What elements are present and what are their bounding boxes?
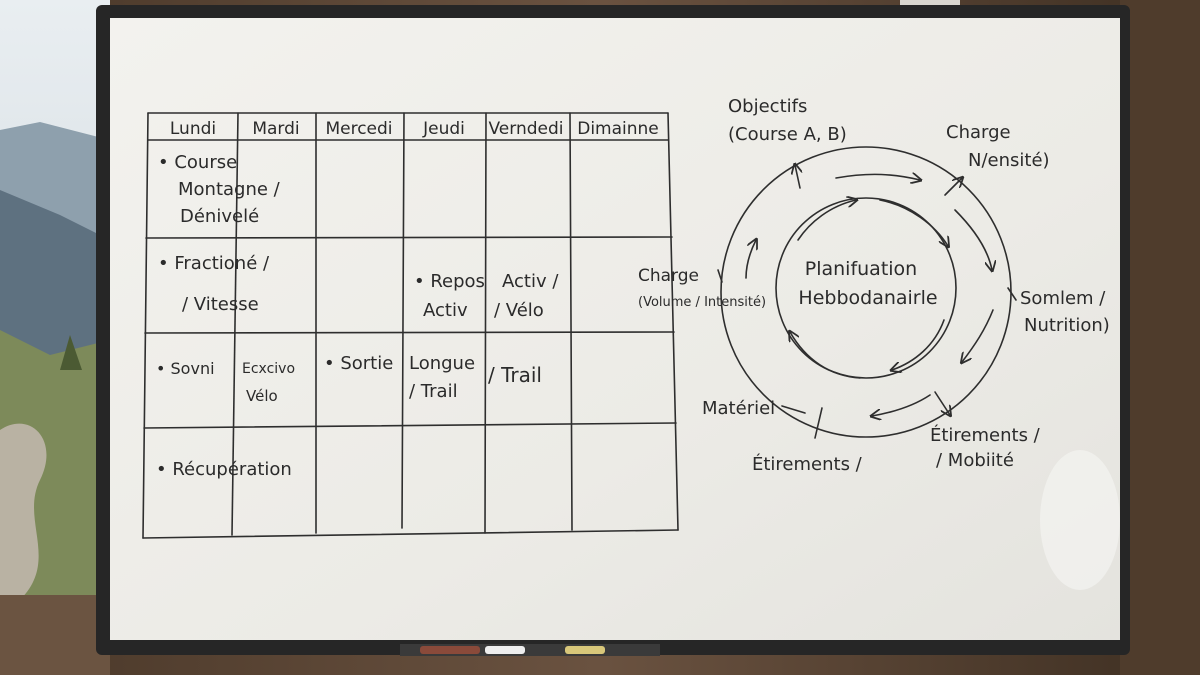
label-etirements-right: Étirements / xyxy=(930,424,1041,446)
cycle-diagram xyxy=(717,146,1017,439)
label-charge-intensite: Charge xyxy=(946,122,1011,143)
label-sommeil: Somlem / xyxy=(1020,288,1106,309)
label-etirements-left: Étirements / xyxy=(752,453,863,475)
yellow-marker-icon xyxy=(565,646,605,654)
entry-activ-1: Activ xyxy=(423,300,468,321)
label-nutrition: Nutrition) xyxy=(1024,315,1110,336)
schedule-grid xyxy=(142,112,679,539)
entry-sovni: • Sovni xyxy=(156,359,215,378)
cycle-labels: Planifuation Hebbodanairle Objectifs (Co… xyxy=(638,96,1110,475)
day-headers: Lundi Mardi Mercedi Jeudi Verndedi Dimai… xyxy=(170,119,659,139)
label-mobilite: / Mobiité xyxy=(936,450,1014,471)
whiteboard xyxy=(96,5,1130,656)
entry-sortie: • Sortie xyxy=(324,353,393,374)
schedule-entries: • Course Montagne / Dénivelé • Fractioné… xyxy=(156,152,559,480)
day-header-jeudi: Jeudi xyxy=(422,119,465,139)
day-header-lundi: Lundi xyxy=(170,119,216,139)
day-header-mardi: Mardi xyxy=(252,119,299,139)
entry-excivo: Ecxcivo xyxy=(242,361,295,377)
entry-denivele: Dénivelé xyxy=(180,206,259,227)
entry-trail-1: / Trail xyxy=(409,381,458,402)
label-materiel: Matériel xyxy=(702,398,775,419)
entry-velo-1: / Vélo xyxy=(494,300,544,321)
entry-montagne: Montagne / xyxy=(178,179,281,200)
entry-vitesse: / Vitesse xyxy=(182,294,259,315)
entry-fractionne: • Fractioné / xyxy=(158,253,270,274)
label-charge-volume: Charge xyxy=(638,266,699,286)
entry-activ-2: Activ / xyxy=(502,271,559,292)
label-charge-intensite-2: N/ensité) xyxy=(968,150,1050,171)
day-header-mercredi: Mercedi xyxy=(325,119,392,139)
day-header-vendredi: Verndedi xyxy=(489,119,564,139)
label-objectifs-course: (Course A, B) xyxy=(728,124,847,145)
red-marker-icon xyxy=(420,646,480,654)
entry-velo-2: Vélo xyxy=(246,387,278,405)
entry-course: • Course xyxy=(158,152,237,173)
day-header-dimanche: Dimainne xyxy=(577,119,659,139)
cycle-center-title-1: Planifuation xyxy=(805,258,917,280)
entry-recuperation: • Récupération xyxy=(156,459,292,480)
white-marker-icon xyxy=(485,646,525,654)
entry-repos: • Repos xyxy=(414,271,485,292)
cycle-center-title-2: Hebbodanairle xyxy=(798,287,937,309)
entry-longue: Longue xyxy=(409,353,475,374)
label-objectifs: Objectifs xyxy=(728,96,807,117)
entry-trail-2: / Trail xyxy=(488,363,542,387)
label-charge-volume-2: (Volume / Intensité) xyxy=(638,295,766,310)
